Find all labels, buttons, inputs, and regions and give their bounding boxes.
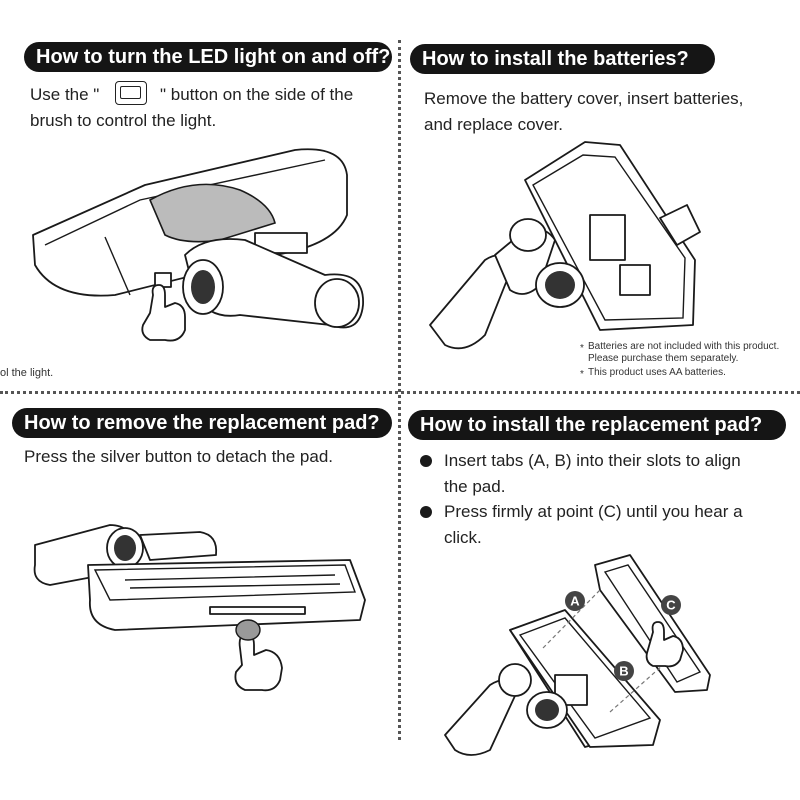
led-section-title: How to turn the LED light on and off? (24, 42, 392, 72)
batteries-section-title: How to install the batteries? (410, 44, 715, 74)
bullet-2-marker (420, 506, 432, 518)
bullet-1-marker (420, 455, 432, 467)
horizontal-dotted-divider (0, 391, 800, 394)
brush-head-illustration (32, 148, 364, 342)
vertical-dotted-divider (398, 40, 401, 740)
bullet-2-line2: click. (444, 528, 482, 547)
battery-note-mark-2: * (580, 369, 584, 380)
install-pad-section-title: How to install the replacement pad? (408, 410, 786, 440)
callout-c-label: C (666, 598, 676, 613)
battery-compartment-illustration (429, 141, 701, 350)
led-text-before-icon: Use the " (30, 85, 100, 104)
battery-note-mark-1: * (580, 343, 584, 354)
batteries-text-line1: Remove the battery cover, insert batteri… (424, 89, 744, 108)
callout-a-icon: A (565, 591, 585, 611)
battery-note-1: Batteries are not included with this pro… (588, 341, 780, 352)
bullet-2-line1: Press firmly at point (C) until you hear… (444, 502, 743, 521)
batteries-text-line2: and replace cover. (424, 115, 563, 134)
callout-c-icon: C (661, 595, 681, 615)
switch-icon (115, 81, 147, 105)
led-text-after-icon: " button on the side of the (160, 85, 354, 104)
callout-b-label: B (619, 664, 628, 679)
led-text-line2: brush to control the light. (30, 111, 217, 130)
pad-installation-illustration (444, 554, 711, 756)
pad-removal-illustration (33, 524, 366, 692)
callout-a-label: A (570, 594, 580, 609)
callout-b-icon: B (614, 661, 634, 681)
battery-note-2: Please purchase them separately. (588, 353, 739, 364)
remove-pad-section-title: How to remove the replacement pad? (12, 408, 392, 438)
battery-note-3: This product uses AA batteries. (588, 367, 726, 378)
bullet-1-line2: the pad. (444, 477, 506, 496)
led-clipped-caption: ol the light. (0, 367, 54, 379)
remove-pad-text: Press the silver button to detach the pa… (24, 447, 334, 466)
bullet-1-line1: Insert tabs (A, B) into their slots to a… (444, 451, 741, 470)
